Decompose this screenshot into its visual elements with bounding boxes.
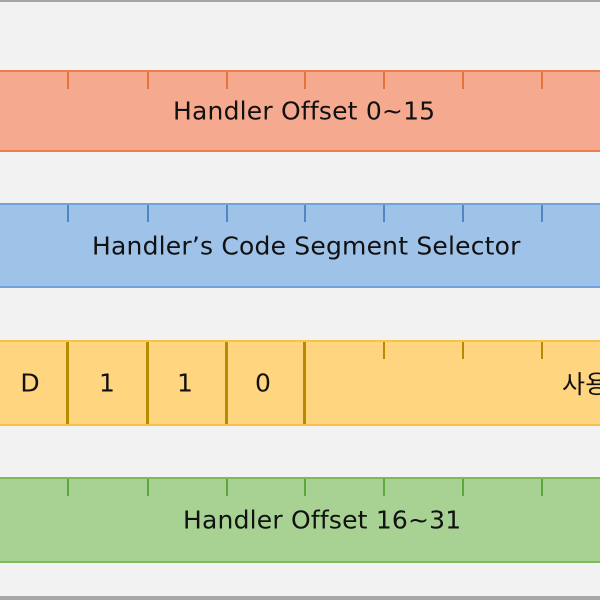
bit-tick: [541, 205, 543, 222]
bit-tick: [226, 205, 228, 222]
top-border: [0, 0, 600, 2]
bit-tick: [147, 72, 149, 89]
bit-tick: [304, 205, 306, 222]
cell-divider: [225, 342, 228, 424]
bit-tick: [304, 479, 306, 496]
bit-tick: [67, 205, 69, 222]
bit-tick: [462, 479, 464, 496]
flag-d-cell: D: [20, 368, 40, 398]
bit-tick: [147, 205, 149, 222]
bit-tick: [67, 479, 69, 496]
flag-bit-cell: 0: [255, 368, 271, 398]
bit-tick: [383, 72, 385, 89]
bit-tick: [541, 479, 543, 496]
cell-divider: [146, 342, 149, 424]
selector-field: Handler’s Code Segment Selector: [0, 203, 600, 288]
bit-tick: [383, 342, 385, 359]
bit-tick: [541, 72, 543, 89]
bit-tick: [226, 72, 228, 89]
offset-high-label: Handler Offset 16~31: [183, 505, 462, 535]
offset-low-field: Handler Offset 0~15: [0, 70, 600, 152]
bottom-border: [0, 596, 600, 600]
bit-tick: [383, 479, 385, 496]
flags-field: D 1 1 0 사용: [0, 340, 600, 426]
offset-high-field: Handler Offset 16~31: [0, 477, 600, 563]
bit-tick: [147, 479, 149, 496]
bit-tick: [541, 342, 543, 359]
selector-label: Handler’s Code Segment Selector: [92, 231, 521, 260]
cell-divider: [66, 342, 69, 424]
bit-tick: [462, 72, 464, 89]
bit-tick: [226, 479, 228, 496]
bit-tick: [462, 342, 464, 359]
cell-divider: [303, 342, 306, 424]
flag-bit-cell: 1: [177, 368, 193, 398]
flag-bit-cell: 1: [99, 368, 115, 398]
bit-tick: [304, 72, 306, 89]
offset-low-label: Handler Offset 0~15: [173, 96, 436, 126]
reserved-label: 사용: [562, 370, 600, 399]
bit-tick: [462, 205, 464, 222]
bit-tick: [383, 205, 385, 222]
bit-tick: [67, 72, 69, 89]
